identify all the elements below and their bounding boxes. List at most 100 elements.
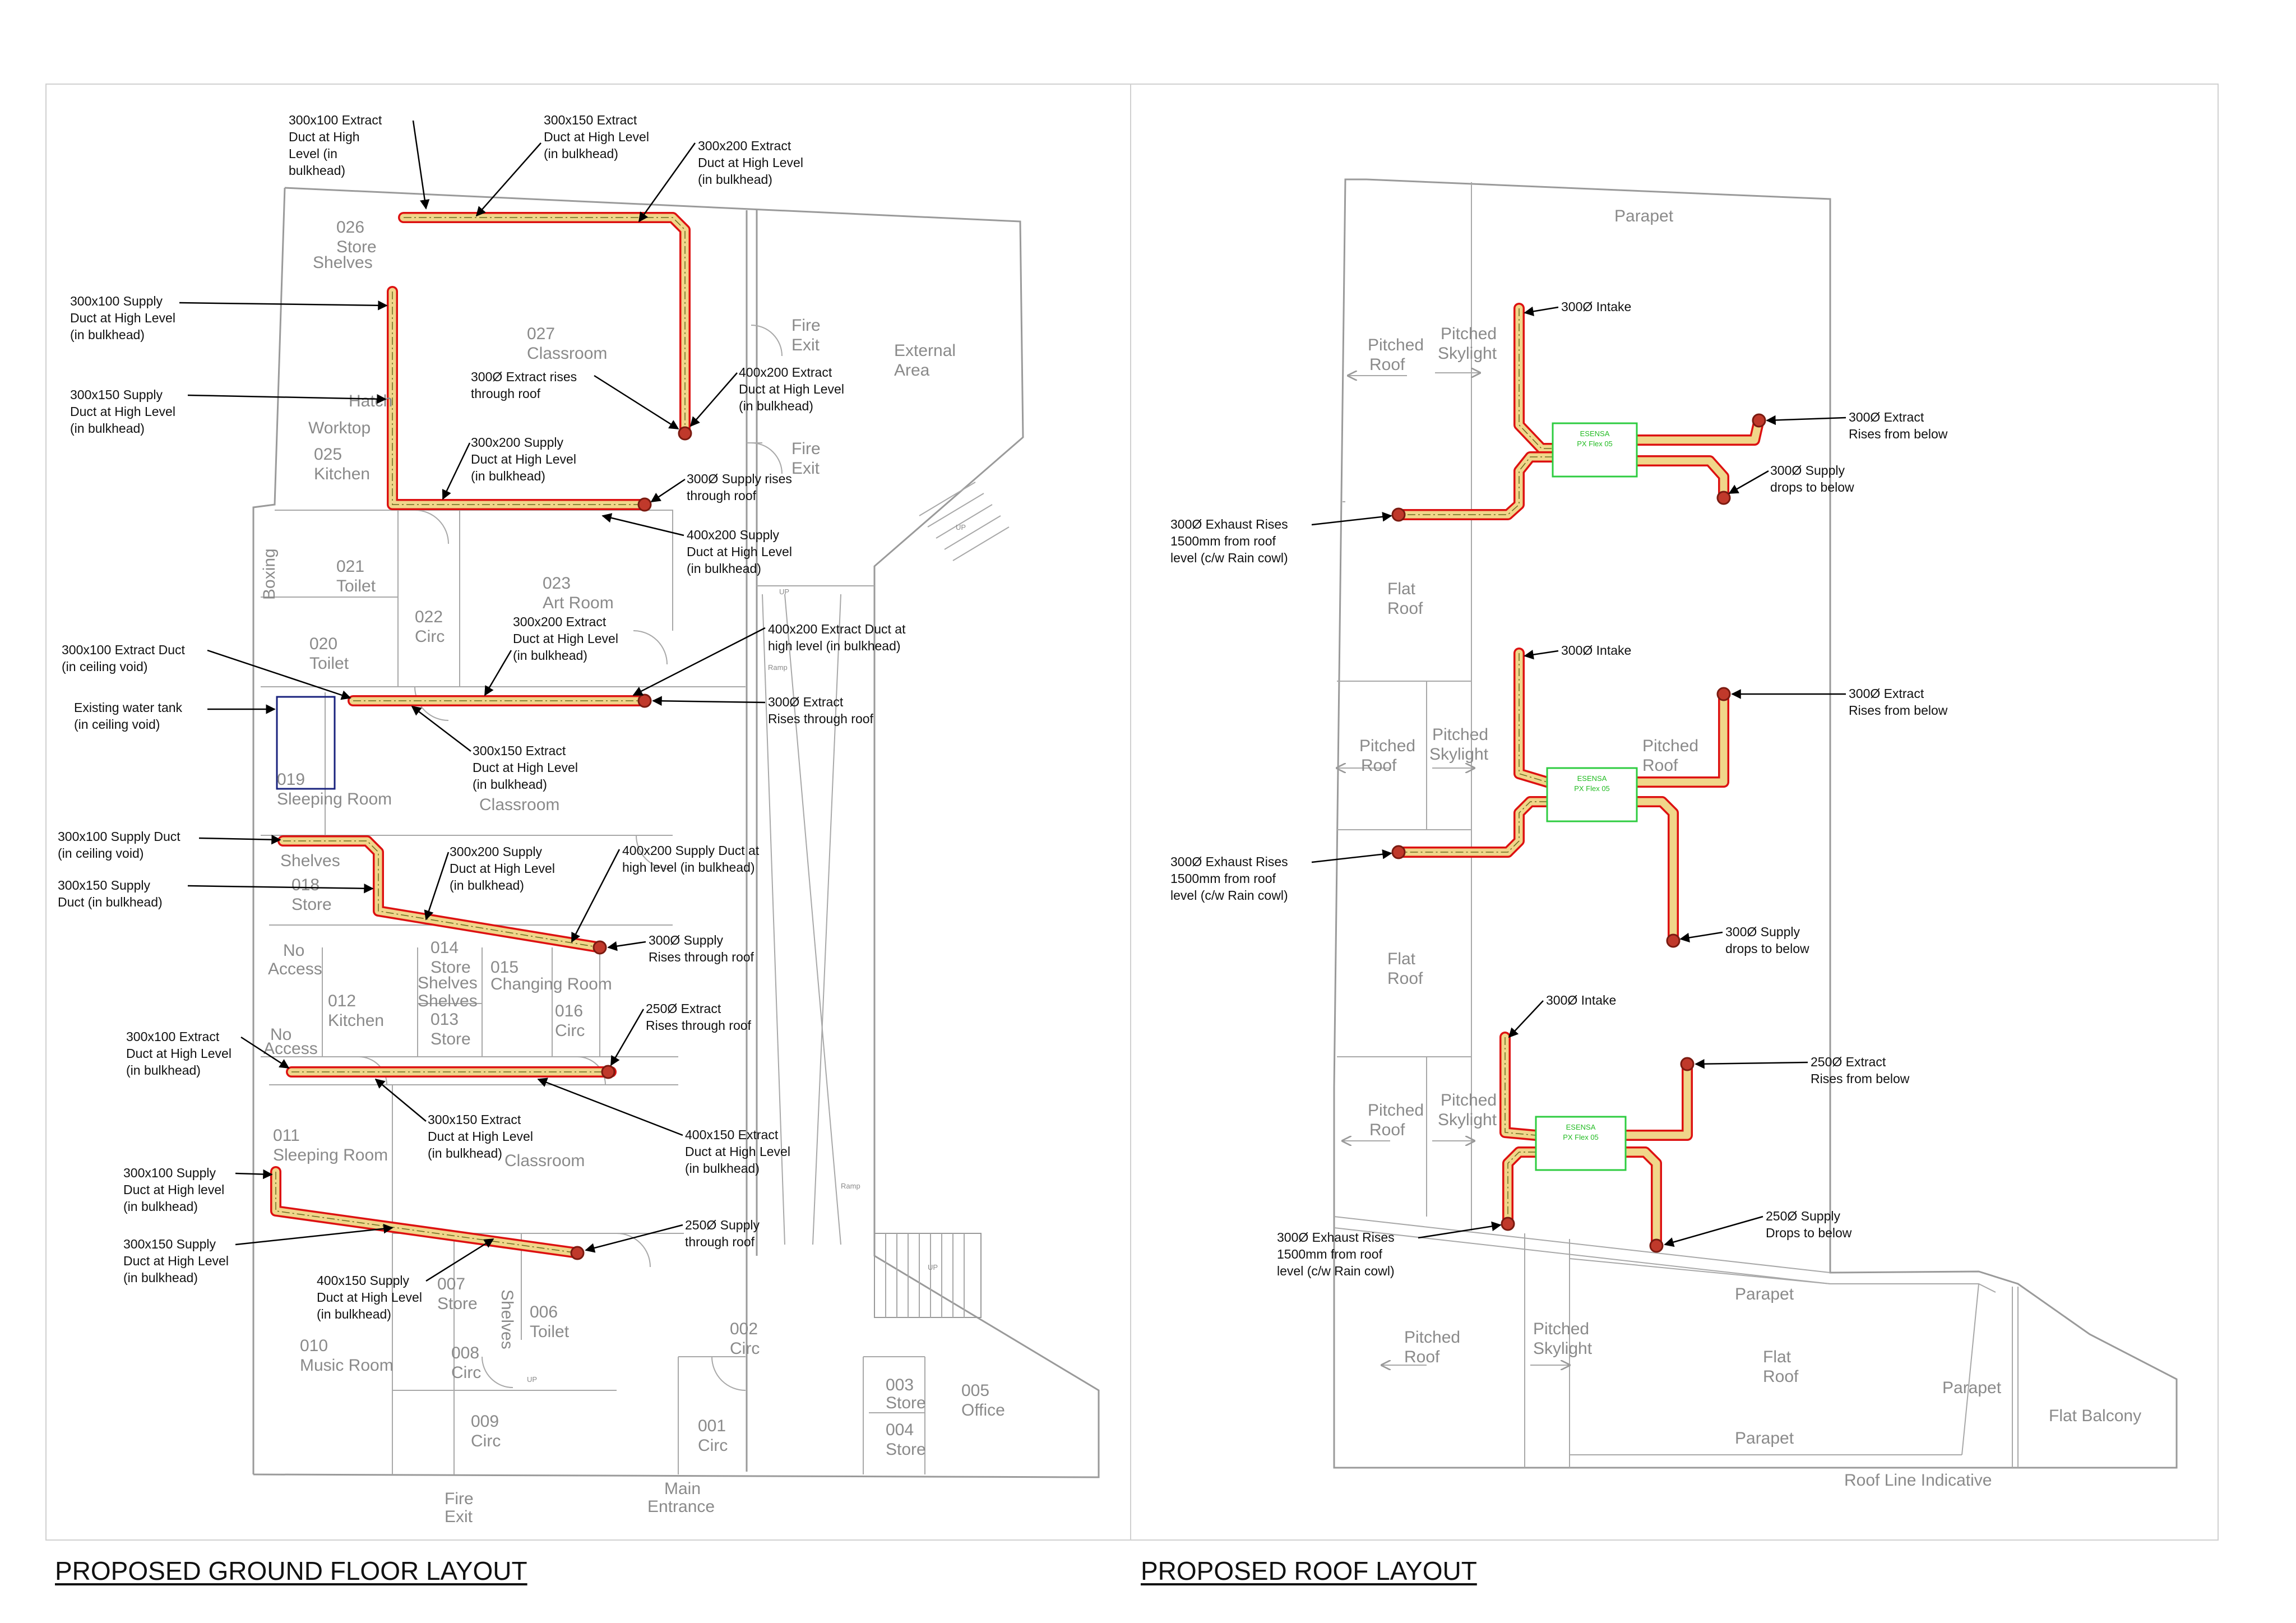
svg-text:Existing water tank(in ceiling: Existing water tank(in ceiling void) xyxy=(74,700,183,732)
callout-intake-1: 300Ø Intake xyxy=(1524,299,1631,317)
room-019-number: 019 xyxy=(277,770,305,789)
room-004-name: Store xyxy=(886,1440,926,1459)
ground-floor-walls xyxy=(252,187,1100,1478)
room-015-number: 015 xyxy=(490,958,519,977)
fire-exit-label: Exit xyxy=(791,336,820,354)
roof-exhaust-2 xyxy=(1391,845,1406,859)
pitched-skylight-label: Skylight xyxy=(1533,1339,1593,1358)
roof-exhaust-1 xyxy=(1391,507,1406,522)
main-entrance-label: Entrance xyxy=(647,1497,715,1516)
room-027-number: 027 xyxy=(527,325,555,343)
flat-roof-label: Roof xyxy=(1387,969,1423,988)
shelves-label: Shelves xyxy=(280,852,340,870)
room-005-number: 005 xyxy=(961,1381,989,1400)
esensa-unit-3: ESENSA PX Flex 05 xyxy=(1535,1116,1627,1171)
room-027-name: Classroom xyxy=(527,344,607,363)
external-area-label: Area xyxy=(894,361,930,380)
room-025-number: 025 xyxy=(314,445,342,464)
room-003-number: 003 xyxy=(886,1376,914,1394)
room-011-number: 011 xyxy=(273,1126,300,1145)
roof-title: PROPOSED ROOF LAYOUT xyxy=(1141,1556,1477,1585)
external-stairs xyxy=(919,482,1010,561)
room-011-name: Sleeping Room xyxy=(273,1146,388,1164)
room-006-number: 006 xyxy=(530,1303,558,1321)
pitched-roof-label: Roof xyxy=(1404,1348,1440,1366)
boxing-label: Boxing xyxy=(260,548,279,600)
unit-brand: ESENSA xyxy=(1580,429,1610,438)
no-access-label: Access xyxy=(263,1039,318,1058)
room-006-name: Toilet xyxy=(530,1323,570,1341)
fire-exit-label: Exit xyxy=(445,1508,473,1526)
shelves-label: Shelves xyxy=(313,253,373,272)
room-019-name: Sleeping Room xyxy=(277,790,392,808)
room-013-name: Store xyxy=(430,1030,471,1048)
room-007-name: Store xyxy=(437,1294,478,1313)
flat-roof-label: Roof xyxy=(1387,599,1423,618)
pitched-roof-label: Roof xyxy=(1361,756,1397,775)
svg-text:300x100 Extract Duct(in ceilin: 300x100 Extract Duct(in ceiling void) xyxy=(62,642,186,674)
ground-ducts xyxy=(270,212,692,1260)
pitched-roof-label: Pitched xyxy=(1404,1328,1460,1347)
no-access-label: Access xyxy=(268,960,322,978)
room-010-number: 010 xyxy=(300,1337,328,1355)
unit-model: PX Flex 05 xyxy=(1563,1133,1599,1141)
parapet-label: Parapet xyxy=(1735,1285,1794,1303)
room-008-name: Circ xyxy=(451,1363,481,1382)
callout-intake-3: 300Ø Intake xyxy=(1508,993,1616,1038)
pitched-roof-label: Pitched xyxy=(1368,336,1424,354)
ground-extract-riser-2 xyxy=(637,693,652,708)
unit-brand: ESENSA xyxy=(1566,1123,1596,1131)
esensa-unit-1: ESENSA PX Flex 05 xyxy=(1552,422,1638,478)
room-025-name: Kitchen xyxy=(314,465,370,483)
shelves-label: Shelves xyxy=(418,974,478,992)
main-entrance-label: Main xyxy=(664,1479,701,1498)
callout-intake-2: 300Ø Intake xyxy=(1524,643,1631,660)
parapet-label: Parapet xyxy=(1942,1379,2002,1397)
pitched-skylight-label: Pitched xyxy=(1533,1320,1589,1338)
room-018-name: Store xyxy=(291,895,332,914)
up-label: UP xyxy=(956,523,966,531)
ground-supply-riser-3 xyxy=(570,1246,585,1260)
room-020-name: Toilet xyxy=(309,654,349,673)
ramp-label: Ramp xyxy=(768,663,788,672)
room-018-number: 018 xyxy=(291,876,320,894)
